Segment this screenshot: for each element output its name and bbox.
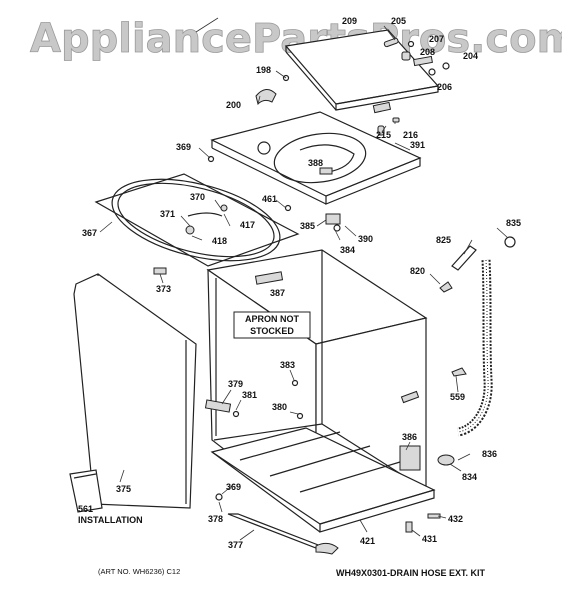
part-label-215: 215 xyxy=(376,130,391,140)
apron-note-box: APRON NOT STOCKED xyxy=(233,311,311,339)
part-label-205: 205 xyxy=(391,16,406,26)
part-label-421: 421 xyxy=(360,536,375,546)
art-number-note: (ART NO. WH6236) C12 xyxy=(98,567,180,576)
part-label-207: 207 xyxy=(429,34,444,44)
part-label-835: 835 xyxy=(506,218,521,228)
part-label-370: 370 xyxy=(190,192,205,202)
top-cover-part xyxy=(210,111,422,205)
part-label-461: 461 xyxy=(262,194,277,204)
part-label-385: 385 xyxy=(300,221,315,231)
installation-label: INSTALLATION xyxy=(78,515,143,525)
part-label-387: 387 xyxy=(270,288,285,298)
tub-cover-frame-part xyxy=(94,155,300,267)
part-label-559: 559 xyxy=(450,392,465,402)
part-label-432: 432 xyxy=(448,514,463,524)
part-label-418: 418 xyxy=(212,236,227,246)
part-label-391: 391 xyxy=(410,140,425,150)
base-pan-part xyxy=(210,427,436,533)
part-label-200: 200 xyxy=(226,100,241,110)
part-label-371: 371 xyxy=(160,209,175,219)
apron-note-line2: STOCKED xyxy=(250,326,294,336)
front-strip-part xyxy=(227,513,339,555)
part-label-417: 417 xyxy=(240,220,255,230)
part-label-204: 204 xyxy=(463,51,478,61)
part-label-375: 375 xyxy=(116,484,131,494)
part-label-367: 367 xyxy=(82,228,97,238)
installation-booklet-part xyxy=(69,469,103,513)
part-label-390: 390 xyxy=(358,234,373,244)
part-label-386: 386 xyxy=(402,432,417,442)
part-label-431: 431 xyxy=(422,534,437,544)
leader-lines xyxy=(99,17,509,541)
part-label-384: 384 xyxy=(340,245,355,255)
part-label-216: 216 xyxy=(403,130,418,140)
part-label-378: 378 xyxy=(208,514,223,524)
part-label-198: 198 xyxy=(256,65,271,75)
part-label-380: 380 xyxy=(272,402,287,412)
apron-panel-part xyxy=(73,273,197,509)
drain-hose-part xyxy=(437,236,516,466)
part-label-369b: 369 xyxy=(226,482,241,492)
drain-hose-kit-note: WH49X0301-DRAIN HOSE EXT. KIT xyxy=(336,568,486,578)
part-label-825: 825 xyxy=(436,235,451,245)
hinge-parts xyxy=(383,37,450,76)
part-label-373: 373 xyxy=(156,284,171,294)
lid-bumper-parts xyxy=(255,74,400,136)
part-label-206: 206 xyxy=(437,82,452,92)
apron-note-line1: APRON NOT xyxy=(245,314,300,324)
part-label-834: 834 xyxy=(462,472,477,482)
installation-part-number: 561 xyxy=(78,504,93,514)
part-label-383: 383 xyxy=(280,360,295,370)
part-label-369: 369 xyxy=(176,142,191,152)
part-label-209: 209 xyxy=(342,16,357,26)
part-label-388: 388 xyxy=(308,158,323,168)
lid-part xyxy=(284,29,440,114)
watermark-text: AppliancePartsPros.com xyxy=(30,16,562,62)
part-label-381: 381 xyxy=(242,390,257,400)
part-label-379: 379 xyxy=(228,379,243,389)
part-label-208: 208 xyxy=(420,47,435,57)
part-label-836: 836 xyxy=(482,449,497,459)
part-label-377: 377 xyxy=(228,540,243,550)
part-label-820: 820 xyxy=(410,266,425,276)
